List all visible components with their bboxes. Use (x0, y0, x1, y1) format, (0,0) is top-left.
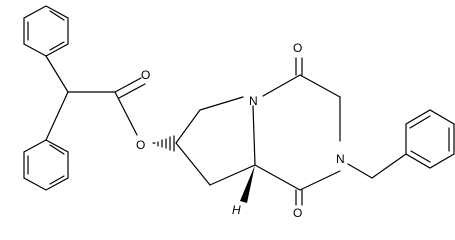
structure-canvas: O O N N O O H (23, 5, 455, 220)
stereo-hydrogen-label: H (232, 203, 241, 217)
lower-phenyl-ring (23, 139, 69, 191)
hashed-wedge-bond (152, 135, 175, 152)
ester-carbonyl-oxygen-label: O (141, 68, 150, 82)
benzyl-group (347, 109, 455, 179)
piperazinedione-ring (254, 57, 341, 206)
ring-nitrogen-label: N (249, 94, 258, 108)
upper-phenyl-ring (23, 5, 69, 57)
upper-carbonyl-oxygen-label: O (293, 41, 302, 55)
pyrrolidine-ring (175, 96, 256, 186)
diphenylmethyl-bonds (45, 55, 146, 141)
benzyl-nitrogen-label: N (336, 152, 345, 166)
bold-wedge-bond (240, 165, 255, 203)
ester-oxygen-label: O (136, 138, 145, 152)
lower-carbonyl-oxygen-label: O (293, 206, 302, 220)
chemical-structure: O O N N O O H (23, 5, 455, 220)
